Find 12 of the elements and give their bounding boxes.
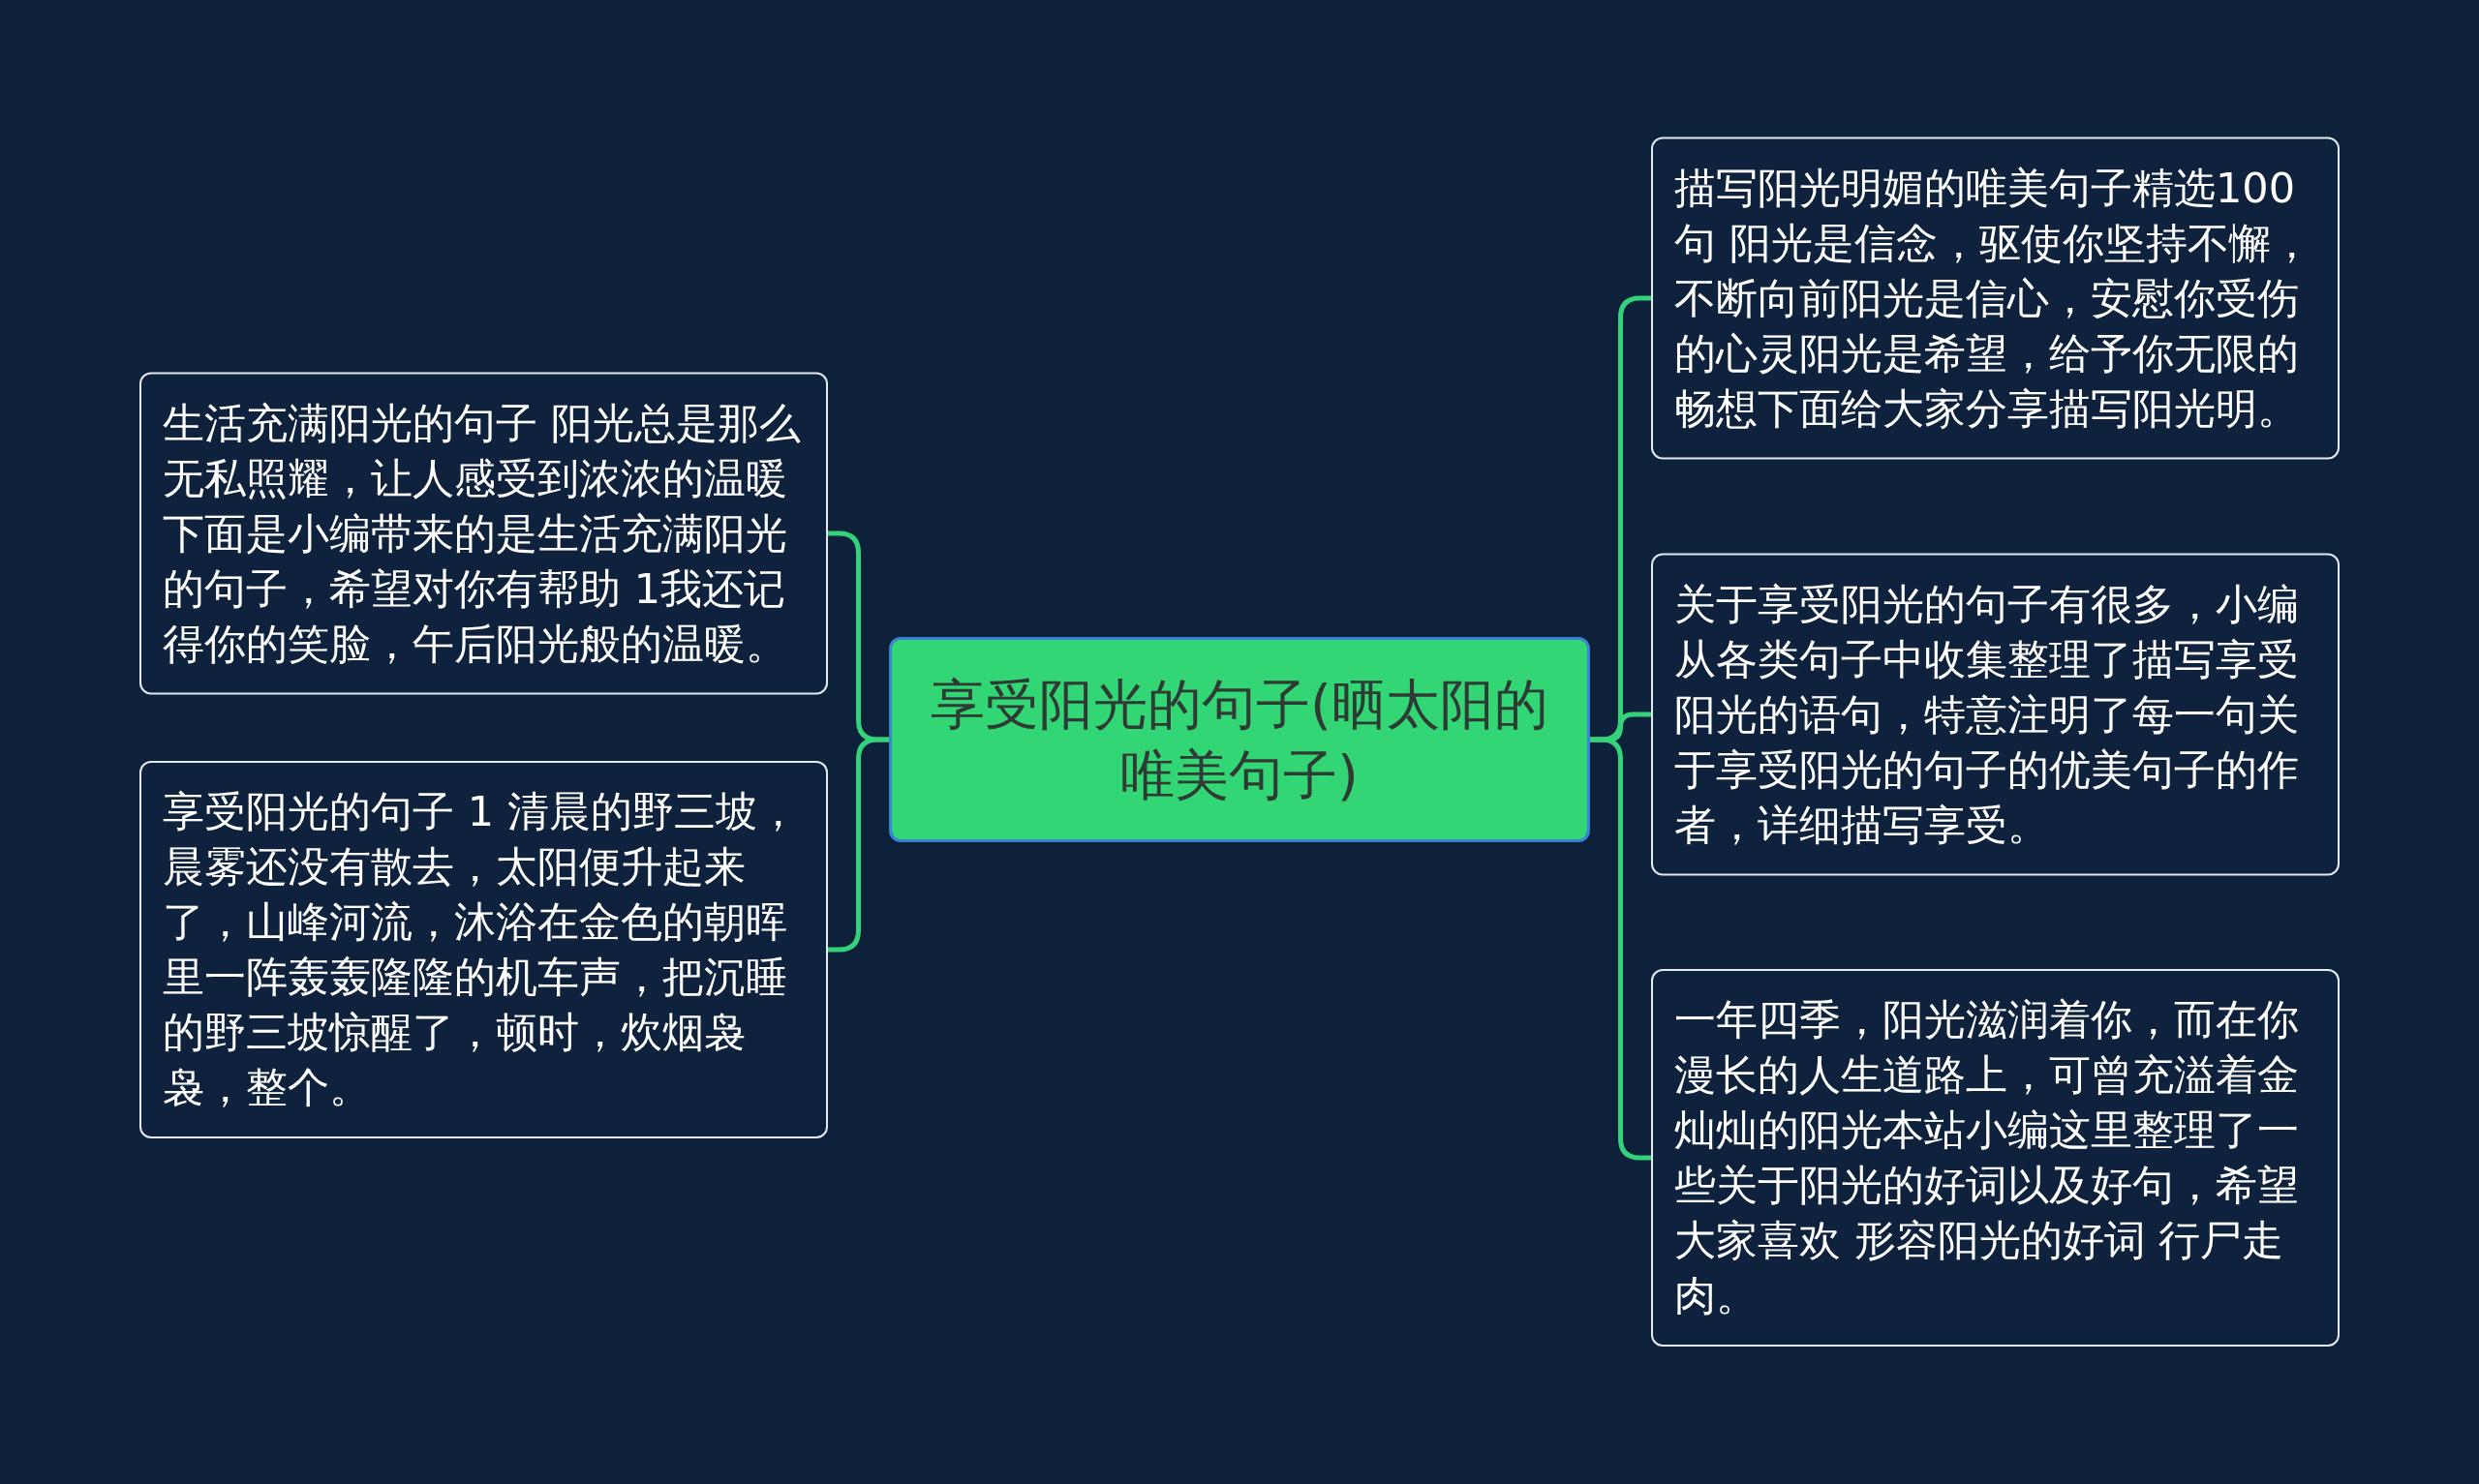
subtopic-card — [1651, 969, 2340, 1347]
paragraph-text: 描写阳光明媚的唯美句子精选100句 阳光是信念，驱使你坚持不懈，不断向前阳光是信心，安慰你受伤的心灵阳光是希望，给予你无限的畅想下面给大家分享描写阳光明。 — [1674, 162, 2313, 435]
paragraph-text: 关于享受阳光的句子有很多，小编从各类句子中收集整理了描写享受阳光的语句，特意注明了每一句关于享受阳光的句子的优美句子的作者，详细描写享受。 — [1674, 578, 2300, 851]
central-topic-box — [889, 637, 1590, 842]
subtopic-card — [1651, 553, 2340, 876]
topic-title: 享受阳光的句子(晒太阳的唯美句子) — [930, 672, 1549, 808]
subtopic-card — [139, 761, 828, 1138]
paragraph-text: 享受阳光的句子 1 清晨的野三坡，晨雾还没有散去，太阳便升起来了，山峰河流，沐浴在金色的朝晖里一阵轰轰隆隆的机车声，把沉睡的野三坡惊醒了，顿时，炊烟袅袅，整个。 — [163, 786, 800, 1113]
paragraph-text: 一年四季，阳光滋润着你，而在你漫长的人生道路上，可曾充溢着金灿灿的阳光本站小编这里整理了一些关于阳光的好词以及好句，希望大家喜欢 形容阳光的好词 行尸走肉。 — [1674, 994, 2300, 1321]
subtopic-card — [139, 372, 828, 695]
subtopic-card — [1651, 136, 2340, 460]
paragraph-text: 生活充满阳光的句子 阳光总是那么无私照耀，让人感受到浓浓的温暖下面是小编带来的是生活充满阳光的句子，希望对你有帮助 1我还记得你的笑脸，午后阳光般的温暖。 — [163, 397, 802, 670]
